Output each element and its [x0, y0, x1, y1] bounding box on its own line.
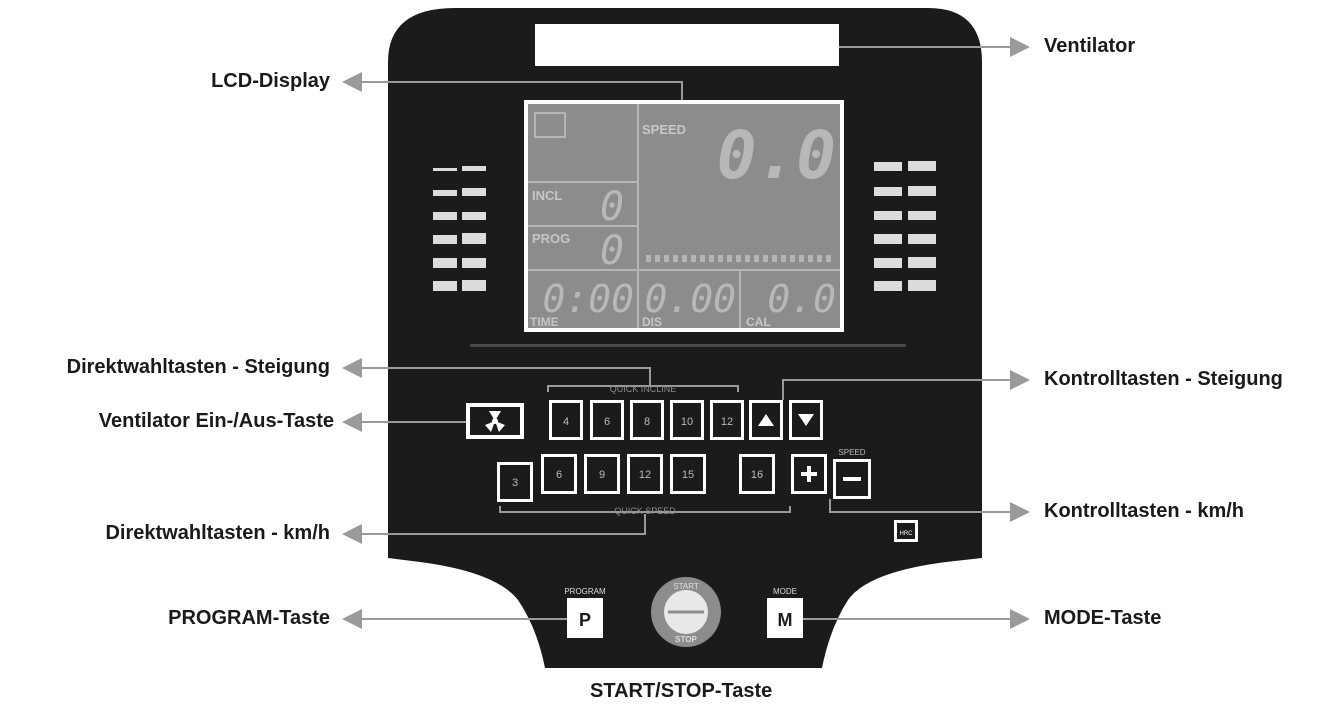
lcd-dis-value: 0.00	[644, 277, 736, 321]
speed-preset-label: 9	[599, 469, 605, 481]
lcd-speed-label: SPEED	[642, 122, 686, 137]
speed-preset-label: 3	[512, 477, 518, 489]
triangle-down-icon	[798, 414, 814, 426]
mode-caption: MODE	[773, 587, 797, 596]
label-direktwahl-steigung: Direktwahltasten - Steigung	[66, 356, 330, 378]
program-profiles-left	[433, 166, 486, 291]
speed-preset-button[interactable]	[630, 457, 660, 491]
speed-preset-label: 15	[682, 469, 694, 481]
incline-preset-button[interactable]	[552, 403, 580, 437]
label-kontroll-steigung: Kontrolltasten - Steigung	[1044, 368, 1283, 390]
lcd-prog-value: 0	[600, 228, 624, 274]
lcd-progress-bar	[646, 255, 831, 262]
lcd-time-label: TIME	[530, 315, 559, 329]
hrc-caption: HRC	[900, 531, 914, 537]
label-start-stop-taste: START/STOP-Taste	[590, 680, 773, 702]
leader-kontroll-steigung	[782, 370, 1030, 400]
mode-key-letter: M	[778, 610, 793, 630]
program-caption: PROGRAM	[564, 587, 606, 596]
speed-preset-label: 6	[556, 469, 562, 481]
speed-preset-button[interactable]	[587, 457, 617, 491]
program-button[interactable]	[567, 598, 603, 638]
lcd-speed-value: 0.0	[717, 117, 836, 194]
lcd-cal-label: CAL	[746, 315, 771, 329]
lcd-dis-label: DIS	[642, 315, 662, 329]
speed-group-bracket	[499, 506, 791, 513]
speed-preset-button[interactable]	[500, 465, 530, 499]
triangle-up-icon	[758, 414, 774, 426]
lcd-incl-value: 0	[600, 184, 624, 230]
leader-direktwahl-kmh	[342, 514, 646, 544]
incline-preset-label: 12	[721, 416, 733, 428]
incline-group-caption: QUICK INCLINE	[610, 384, 677, 394]
lcd-screen	[528, 104, 840, 328]
incline-preset-label: 8	[644, 416, 650, 428]
label-mode-taste: MODE-Taste	[1044, 607, 1162, 629]
incline-preset-label: 10	[681, 416, 693, 428]
lcd-cal-value: 0.0	[767, 277, 836, 321]
label-program-taste: PROGRAM-Taste	[168, 607, 330, 629]
lcd-prog-label: PROG	[532, 231, 570, 246]
fan-grille	[535, 24, 839, 66]
lcd-time-value: 0:00	[542, 277, 634, 321]
label-ventilator-taste: Ventilator Ein-/Aus-Taste	[98, 410, 334, 432]
mode-button[interactable]	[767, 598, 803, 638]
incline-preset-button[interactable]	[713, 403, 741, 437]
incline-preset-button[interactable]	[673, 403, 701, 437]
speed-preset-button[interactable]	[544, 457, 574, 491]
speed-group-caption: QUICK SPEED	[614, 506, 676, 516]
speed-preset-button[interactable]	[673, 457, 703, 491]
plus-icon	[801, 466, 817, 482]
label-kontroll-kmh: Kontrolltasten - km/h	[1044, 500, 1245, 522]
incline-preset-button[interactable]	[593, 403, 621, 437]
label-direktwahl-kmh: Direktwahltasten - km/h	[105, 522, 330, 544]
label-ventilator: Ventilator	[1044, 35, 1136, 57]
speed-preset-button[interactable]	[742, 457, 772, 491]
instruction-line	[470, 344, 906, 347]
start-caption: START	[673, 582, 699, 591]
minus-icon	[843, 477, 861, 481]
label-lcd-display: LCD-Display	[211, 70, 330, 92]
incline-preset-label: 6	[604, 416, 610, 428]
lcd-grid	[528, 104, 840, 328]
incline-preset-button[interactable]	[633, 403, 661, 437]
program-key-letter: P	[579, 610, 591, 630]
speed-caption: SPEED	[838, 448, 865, 457]
stop-caption: STOP	[675, 635, 697, 644]
incline-group-bracket	[547, 385, 739, 392]
leader-lcd-display	[342, 72, 683, 100]
speed-preset-label: 12	[639, 469, 651, 481]
fan-icon	[485, 411, 505, 432]
program-profiles-right	[874, 161, 936, 291]
leader-kontroll-kmh	[829, 499, 1030, 522]
incline-preset-label: 4	[563, 416, 569, 428]
speed-preset-label: 16	[751, 469, 763, 481]
leader-direktwahl-steigung	[342, 358, 651, 386]
lcd-incl-label: INCL	[532, 188, 562, 203]
